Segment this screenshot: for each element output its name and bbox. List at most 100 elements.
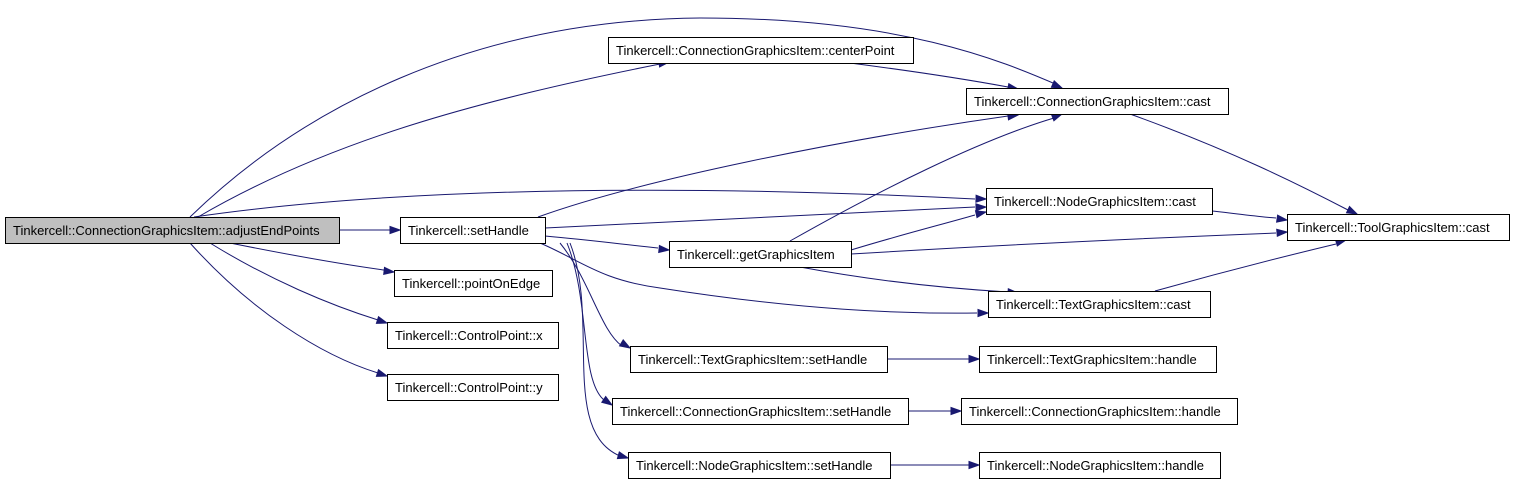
- node-text-sh[interactable]: Tinkercell::TextGraphicsItem::setHandle: [630, 346, 888, 373]
- node-label: Tinkercell::TextGraphicsItem::handle: [987, 352, 1197, 367]
- node-box: [5, 217, 340, 244]
- node-label: Tinkercell::NodeGraphicsItem::handle: [987, 458, 1204, 473]
- arrowhead: [1276, 214, 1289, 223]
- edge-sethandle-to-conn_sh: [566, 242, 614, 406]
- node-label: Tinkercell::ConnectionGraphicsItem::setH…: [620, 404, 891, 419]
- node-text-cast[interactable]: Tinkercell::TextGraphicsItem::cast: [988, 291, 1211, 318]
- edge-line: [197, 63, 661, 218]
- node-conn-h[interactable]: Tinkercell::ConnectionGraphicsItem::hand…: [961, 398, 1238, 425]
- node-box: [979, 346, 1217, 373]
- edge-conn_sh-to-conn_h: [908, 406, 963, 416]
- node-adjust[interactable]: Tinkercell::ConnectionGraphicsItem::adju…: [5, 217, 340, 244]
- node-label: Tinkercell::NodeGraphicsItem::cast: [994, 194, 1196, 209]
- node-box: [669, 241, 852, 268]
- edge-line: [559, 242, 623, 347]
- node-getgi[interactable]: Tinkercell::getGraphicsItem: [669, 241, 852, 268]
- edge-adjust-to-conn_cast: [189, 17, 1064, 218]
- arrowhead: [975, 203, 988, 212]
- node-poe[interactable]: Tinkercell::pointOnEdge: [394, 270, 553, 297]
- edge-text_sh-to-text_h: [887, 354, 981, 364]
- edge-line: [799, 266, 1009, 293]
- edge-line: [1129, 113, 1349, 211]
- arrowhead: [600, 395, 614, 406]
- arrowhead: [618, 339, 632, 349]
- node-cpx[interactable]: Tinkercell::ControlPoint::x: [387, 322, 559, 349]
- edge-sethandle-to-node_cast: [544, 203, 988, 229]
- node-box: [612, 398, 909, 425]
- edge-line: [537, 115, 1009, 218]
- edges-layer: [189, 17, 1359, 470]
- edge-line: [189, 242, 379, 374]
- edge-line: [544, 235, 659, 249]
- node-box: [988, 291, 1211, 318]
- edge-node_sh-to-node_h: [890, 460, 981, 470]
- edge-line: [789, 117, 1055, 242]
- arrowhead: [968, 460, 981, 470]
- arrowhead: [1050, 113, 1064, 122]
- edge-getgi-to-conn_cast: [789, 113, 1064, 242]
- arrowhead: [1345, 205, 1359, 215]
- edge-line: [544, 206, 976, 229]
- edge-line: [850, 232, 1277, 255]
- edge-line: [1211, 210, 1277, 219]
- node-cpy[interactable]: Tinkercell::ControlPoint::y: [387, 374, 559, 401]
- node-text-h[interactable]: Tinkercell::TextGraphicsItem::handle: [979, 346, 1217, 373]
- edge-line: [566, 242, 605, 401]
- node-tool-cast[interactable]: Tinkercell::ToolGraphicsItem::cast: [1287, 214, 1510, 241]
- node-conn-cast[interactable]: Tinkercell::ConnectionGraphicsItem::cast: [966, 88, 1229, 115]
- node-box: [387, 322, 559, 349]
- node-box: [961, 398, 1238, 425]
- node-label: Tinkercell::ConnectionGraphicsItem::cast: [974, 94, 1211, 109]
- arrowhead: [375, 368, 389, 377]
- node-label: Tinkercell::NodeGraphicsItem::setHandle: [636, 458, 873, 473]
- node-box: [986, 188, 1213, 215]
- arrowhead: [658, 244, 671, 254]
- arrowhead: [616, 451, 630, 460]
- node-center[interactable]: Tinkercell::ConnectionGraphicsItem::cent…: [608, 37, 914, 64]
- edge-line: [209, 242, 379, 321]
- edge-conn_cast-to-tool_cast: [1129, 113, 1359, 215]
- node-node-h[interactable]: Tinkercell::NodeGraphicsItem::handle: [979, 452, 1221, 479]
- node-node-sh[interactable]: Tinkercell::NodeGraphicsItem::setHandle: [628, 452, 891, 479]
- edge-node_cast-to-tool_cast: [1211, 210, 1289, 223]
- arrowhead: [950, 406, 963, 416]
- arrowhead: [975, 194, 988, 203]
- edge-adjust-to-cpx: [209, 242, 389, 324]
- node-label: Tinkercell::setHandle: [408, 223, 529, 238]
- edge-line: [849, 62, 1009, 88]
- edge-sethandle-to-getgi: [544, 235, 671, 254]
- edge-adjust-to-center: [197, 59, 671, 218]
- edge-getgi-to-tool_cast: [850, 228, 1289, 255]
- edge-adjust-to-node_cast: [193, 189, 988, 218]
- node-box: [608, 37, 914, 64]
- edge-getgi-to-node_cast: [850, 210, 988, 251]
- edge-adjust-to-cpy: [189, 242, 389, 377]
- edge-line: [229, 242, 385, 271]
- arrowhead: [1276, 228, 1289, 238]
- edge-adjust-to-sethandle: [339, 225, 402, 235]
- arrowhead: [375, 315, 389, 324]
- node-sethandle[interactable]: Tinkercell::setHandle: [400, 217, 546, 244]
- edge-text_cast-to-tool_cast: [1154, 238, 1348, 292]
- node-label: Tinkercell::pointOnEdge: [402, 276, 540, 291]
- edge-line: [850, 214, 976, 251]
- edge-center-to-conn_cast: [849, 62, 1020, 92]
- edge-sethandle-to-text_cast: [539, 242, 990, 318]
- edge-line: [539, 242, 978, 314]
- arrowhead: [968, 354, 981, 364]
- node-box: [394, 270, 553, 297]
- node-conn-sh[interactable]: Tinkercell::ConnectionGraphicsItem::setH…: [612, 398, 909, 425]
- node-node-cast[interactable]: Tinkercell::NodeGraphicsItem::cast: [986, 188, 1213, 215]
- node-box: [1287, 214, 1510, 241]
- node-label: Tinkercell::ControlPoint::y: [395, 380, 543, 395]
- node-box: [400, 217, 546, 244]
- node-label: Tinkercell::TextGraphicsItem::cast: [996, 297, 1191, 312]
- arrowhead: [977, 308, 990, 318]
- edge-line: [193, 189, 976, 218]
- edge-line: [569, 242, 621, 457]
- edge-sethandle-to-node_sh: [569, 242, 630, 460]
- node-label: Tinkercell::ConnectionGraphicsItem::cent…: [616, 43, 895, 58]
- node-label: Tinkercell::ToolGraphicsItem::cast: [1295, 220, 1490, 235]
- node-box: [979, 452, 1221, 479]
